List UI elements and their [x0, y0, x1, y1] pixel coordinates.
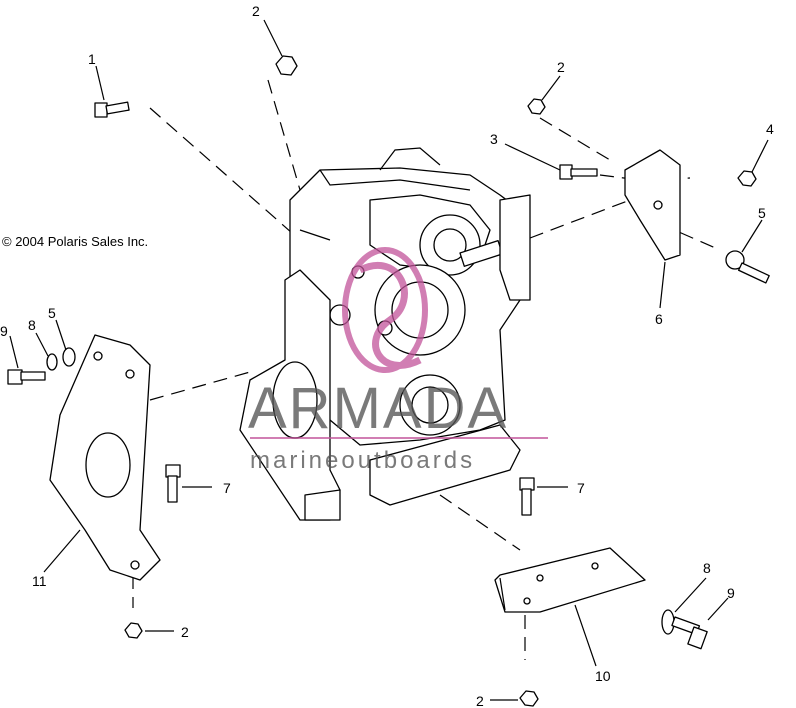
washer-8-left — [46, 353, 58, 371]
watermark-logo-mark — [250, 247, 548, 439]
callout-label: 7 — [223, 480, 231, 496]
callout-label: 9 — [0, 323, 8, 339]
bolts — [7, 101, 770, 650]
callout-label: 6 — [655, 311, 663, 327]
callout-label: 10 — [595, 668, 611, 684]
callout-label: 8 — [703, 560, 711, 576]
nut-2-bottom — [519, 690, 539, 707]
engine-bottom-plate — [369, 424, 521, 506]
bolt-7-left — [165, 464, 181, 503]
bolt-3 — [559, 164, 598, 180]
callout-label: 5 — [48, 305, 56, 321]
bolt-1 — [94, 101, 130, 118]
callout-label: 2 — [557, 59, 565, 75]
callout-label: 5 — [758, 205, 766, 221]
nut-2-left — [124, 622, 143, 639]
callout-label: 8 — [28, 317, 36, 333]
bracket-6 — [499, 149, 681, 301]
watermark-title: ARMADA — [248, 376, 508, 441]
leader-lines — [9, 19, 769, 701]
callout-label: 4 — [766, 121, 774, 137]
nut-2-upper-right — [527, 98, 546, 115]
callout-label: 2 — [476, 693, 484, 708]
bracket-10 — [494, 547, 646, 613]
watermark-subtitle: marineoutboards — [250, 447, 475, 474]
washer-5-left — [62, 347, 76, 367]
bracket-11 — [49, 334, 161, 581]
nut-2-top — [275, 55, 298, 76]
callout-label: 9 — [727, 585, 735, 601]
bolt-9-right — [671, 616, 708, 650]
nut-4 — [737, 170, 757, 187]
bolt-9-left — [7, 369, 46, 385]
callout-label: 2 — [252, 3, 260, 19]
callout-label: 7 — [577, 480, 585, 496]
copyright-text: © 2004 Polaris Sales Inc. — [2, 234, 148, 249]
nuts — [124, 55, 757, 707]
bolt-7-right — [519, 477, 535, 516]
callout-label: 2 — [181, 624, 189, 640]
alignment-lines — [95, 79, 721, 660]
watermark: ARMADA marineoutboards — [248, 247, 548, 474]
callout-labels: 1 2 2 3 4 5 6 7 5 8 9 11 7 2 8 9 10 2 — [0, 3, 774, 708]
engine-side-bracket — [239, 269, 341, 521]
bolt-5-right — [725, 250, 770, 284]
washer-8-right — [661, 609, 675, 635]
callout-label: 3 — [490, 131, 498, 147]
callout-label: 11 — [32, 573, 47, 589]
callout-label: 1 — [88, 51, 96, 67]
